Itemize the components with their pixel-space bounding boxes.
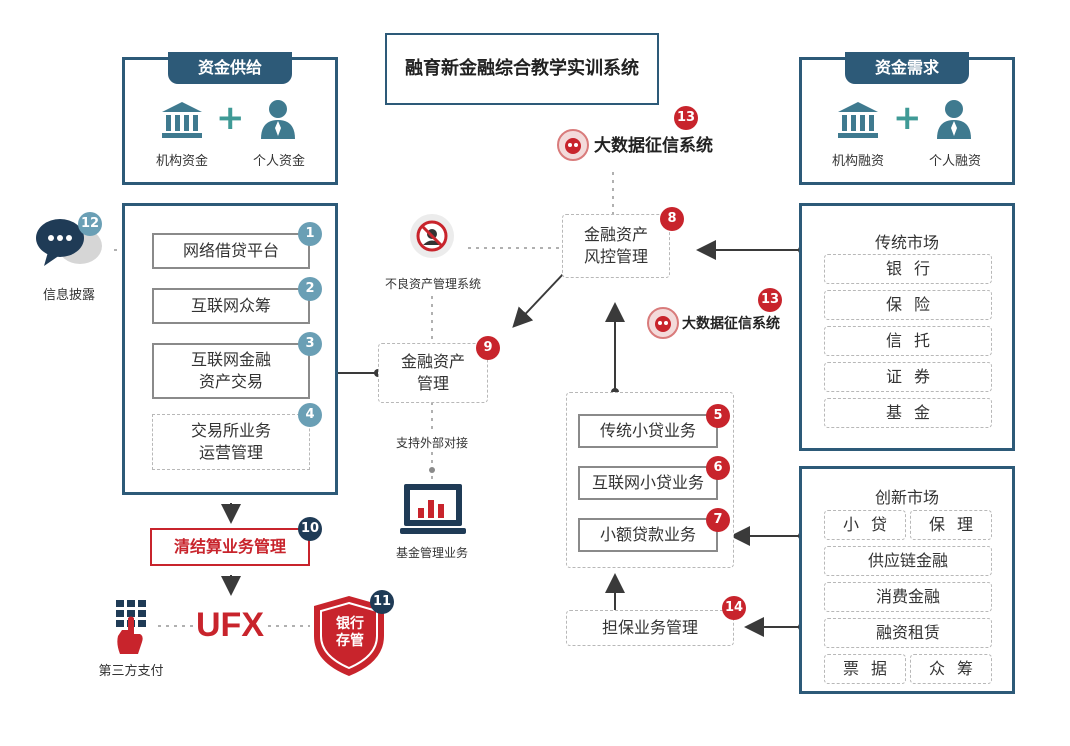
demand-left-label: 机构融资 (831, 154, 884, 169)
info-disclosure-label: 信息披露 (42, 288, 95, 303)
bad-asset-label: 不良资产管理系统 (384, 277, 481, 291)
institution-icon (162, 102, 202, 138)
shield-icon (314, 596, 384, 676)
badge-13-mid: 13 (758, 288, 782, 312)
traditional-market-header: 传统市场 (874, 233, 939, 252)
clearing-box: 清结算业务管理 (150, 528, 310, 566)
ufx-label: UFX (196, 606, 264, 644)
hand-keypad-icon (116, 600, 146, 654)
supply-item-2: 互联网众筹 (152, 288, 310, 324)
big-data-label-top: 大数据征信系统 (594, 136, 713, 156)
bank-custody-text: 银行 存管 (330, 616, 370, 650)
bank-custody-line1: 银行 (336, 616, 364, 632)
traditional-item-fund: 基金 (824, 398, 992, 428)
plus-sign: + (216, 98, 245, 138)
badge-8: 8 (660, 207, 684, 231)
monitor-chart-icon (400, 484, 466, 534)
supply-item-1: 网络借贷平台 (152, 233, 310, 269)
badge-7: 7 (706, 508, 730, 532)
chat-bubble-icon (36, 219, 102, 266)
risk-control-line1: 金融资产 (583, 225, 648, 244)
system-title: 融育新金融综合教学实训系统 (385, 33, 659, 105)
support-external-label: 支持外部对接 (395, 436, 468, 450)
supply-item-4: 交易所业务 运营管理 (152, 414, 310, 470)
institution-icon (838, 102, 878, 138)
guarantee-box: 担保业务管理 (566, 610, 734, 646)
asset-mgmt-line2: 管理 (416, 374, 449, 393)
badge-12: 12 (78, 212, 102, 236)
innovative-item-bills: 票据 (824, 654, 906, 684)
traditional-item-bank: 银行 (824, 254, 992, 284)
supply-item-3-line1: 互联网金融 (190, 350, 271, 369)
asset-mgmt-line1: 金融资产 (400, 352, 465, 371)
badge-5: 5 (706, 404, 730, 428)
innovative-item-leasing: 融资租赁 (824, 618, 992, 648)
traditional-item-insurance: 保险 (824, 290, 992, 320)
person-icon (261, 100, 295, 139)
supply-header: 资金供给 (168, 52, 292, 84)
innovative-item-small-loan: 小贷 (824, 510, 906, 540)
big-data-logo-icon (557, 129, 589, 161)
badge-13-top: 13 (674, 106, 698, 130)
supply-item-4-line1: 交易所业务 (190, 421, 271, 440)
person-icon (937, 100, 971, 139)
innovative-item-crowdfunding: 众筹 (910, 654, 992, 684)
bank-custody-line2: 存管 (336, 633, 364, 649)
big-data-label-mid: 大数据征信系统 (682, 316, 780, 332)
loan-item-1: 传统小贷业务 (578, 414, 718, 448)
innovative-item-supply-chain: 供应链金融 (824, 546, 992, 576)
loan-item-2: 互联网小贷业务 (578, 466, 718, 500)
traditional-item-securities: 证券 (824, 362, 992, 392)
risk-control-line2: 风控管理 (583, 247, 648, 266)
supply-item-3-line2: 资产交易 (198, 372, 263, 391)
demand-header: 资金需求 (845, 52, 969, 84)
loan-item-3: 小额贷款业务 (578, 518, 718, 552)
fund-mgmt-label: 基金管理业务 (395, 546, 468, 560)
supply-right-label: 个人资金 (252, 154, 305, 169)
plus-sign: + (893, 98, 922, 138)
badge-4: 4 (298, 403, 322, 427)
badge-14: 14 (722, 596, 746, 620)
badge-9: 9 (476, 336, 500, 360)
supply-item-4-line2: 运营管理 (198, 443, 263, 462)
badge-1: 1 (298, 222, 322, 246)
badge-10: 10 (298, 517, 322, 541)
traditional-item-trust: 信托 (824, 326, 992, 356)
innovative-item-consumer: 消费金融 (824, 582, 992, 612)
badge-2: 2 (298, 277, 322, 301)
badge-11: 11 (370, 590, 394, 614)
asset-mgmt-box: 金融资产 管理 (378, 343, 488, 403)
arrow-risk-to-asset (512, 271, 566, 328)
badge-6: 6 (706, 456, 730, 480)
supply-left-label: 机构资金 (155, 154, 208, 169)
big-data-logo-icon (647, 307, 679, 339)
risk-control-box: 金融资产 风控管理 (562, 214, 670, 278)
prohibited-icon (410, 214, 454, 258)
demand-right-label: 个人融资 (928, 154, 981, 169)
innovative-market-header: 创新市场 (874, 488, 939, 507)
innovative-item-factoring: 保理 (910, 510, 992, 540)
third-party-label: 第三方支付 (98, 664, 164, 679)
badge-3: 3 (298, 332, 322, 356)
supply-item-3: 互联网金融 资产交易 (152, 343, 310, 399)
